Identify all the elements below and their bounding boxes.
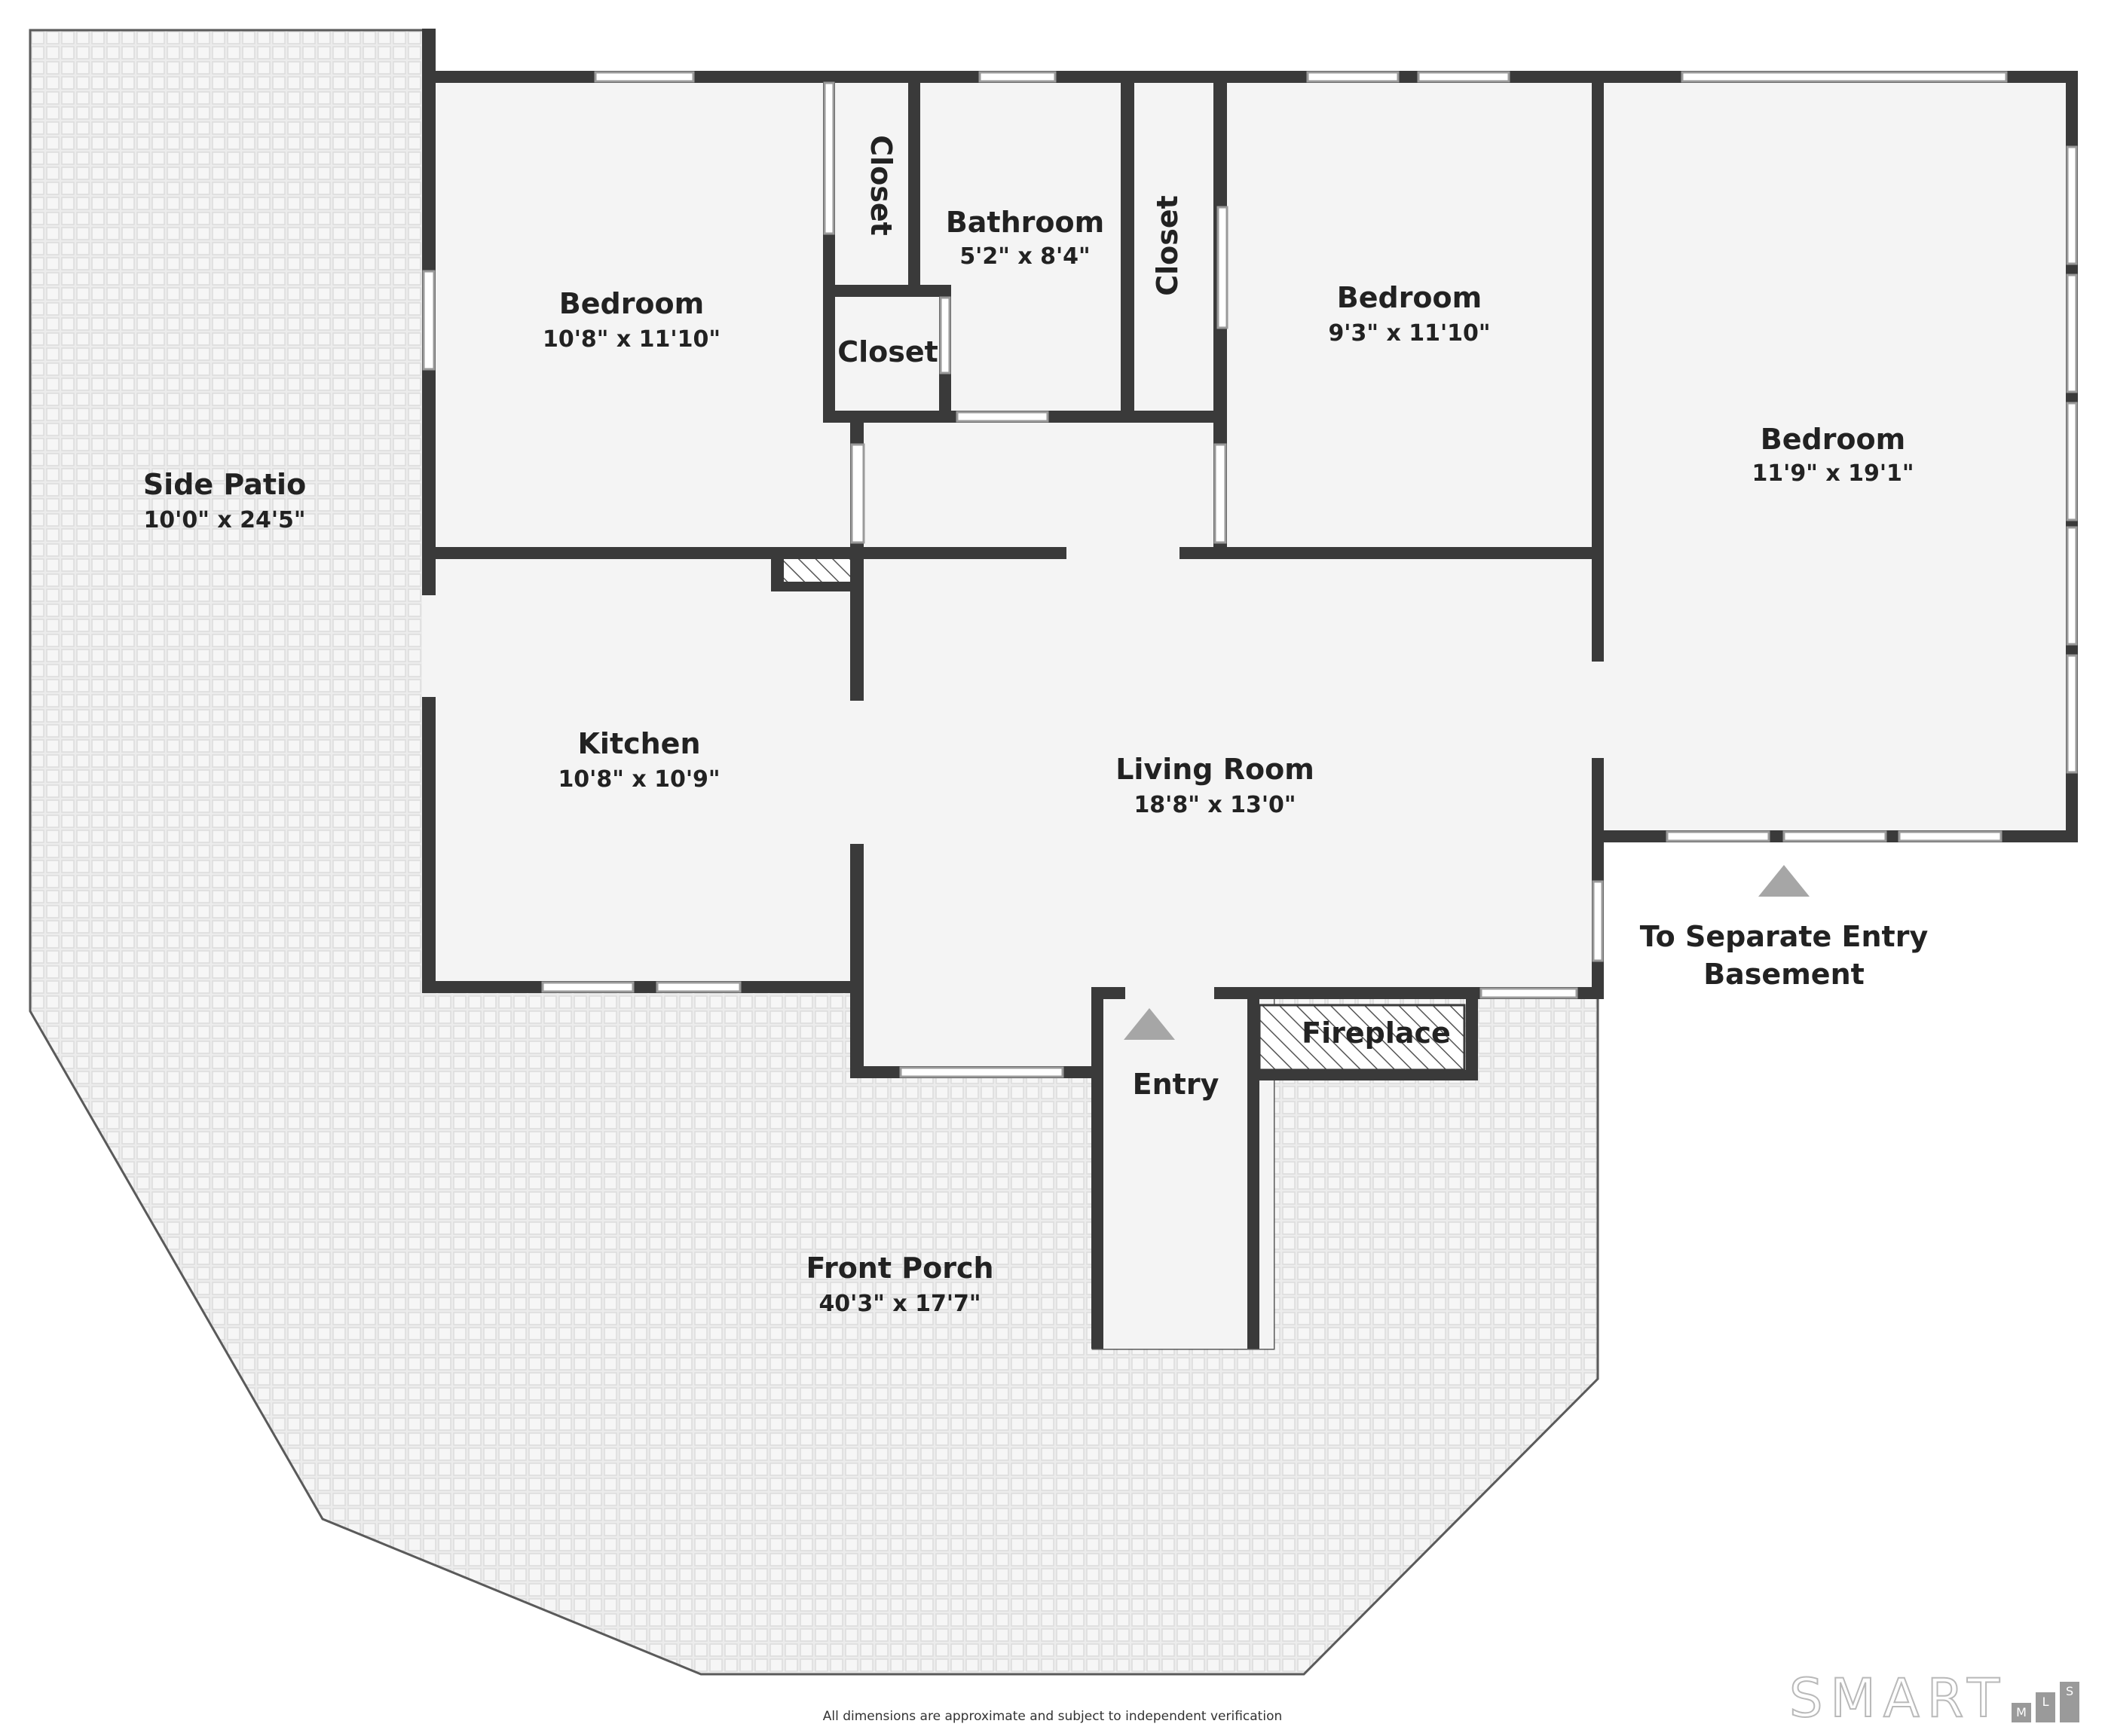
logo-letter-s: S xyxy=(2060,1682,2080,1722)
bedroom-2-name: Bedroom xyxy=(1337,281,1482,314)
closet-3-name: Closet xyxy=(1151,195,1184,296)
entry-arrow xyxy=(1124,1008,1175,1040)
bedroom-2-dims: 9'3" x 11'10" xyxy=(1328,320,1490,347)
living-room-name: Living Room xyxy=(1115,753,1314,786)
front-porch-name: Front Porch xyxy=(806,1252,993,1285)
separate-entry-label-line1: To Separate Entry xyxy=(1640,920,1929,953)
closet-1-name: Closet xyxy=(864,135,898,236)
bathroom-name: Bathroom xyxy=(946,206,1104,239)
bedroom-1-dims: 10'8" x 11'10" xyxy=(543,326,721,353)
door-openings xyxy=(422,547,1604,999)
logo-letter-m: M xyxy=(2012,1703,2032,1722)
fireplace-hearth xyxy=(1258,1004,1466,1071)
room-labels: Side Patio 10'0" x 24'5" Bedroom 10'8" x… xyxy=(143,135,1929,1317)
room-floors xyxy=(430,81,2076,1349)
kitchen-dims: 10'8" x 10'9" xyxy=(558,766,720,793)
logo-word: SMART xyxy=(1788,1667,2008,1729)
closet-2-name: Closet xyxy=(837,335,938,368)
front-porch-dims: 40'3" x 17'7" xyxy=(818,1291,981,1317)
bedroom-1-name: Bedroom xyxy=(559,287,705,320)
logo-letter-l: L xyxy=(2036,1692,2056,1722)
fireplace-name: Fireplace xyxy=(1302,1016,1451,1050)
kitchen-name: Kitchen xyxy=(577,727,700,760)
side-patio-name: Side Patio xyxy=(143,468,306,501)
bedroom-3-dims: 11'9" x 19'1" xyxy=(1752,460,1914,487)
storage-nook xyxy=(784,559,850,582)
living-room-dims: 18'8" x 13'0" xyxy=(1134,792,1296,818)
disclaimer-text: All dimensions are approximate and subje… xyxy=(822,1709,1283,1724)
bedroom-3-name: Bedroom xyxy=(1761,423,1906,456)
separate-entry-arrow xyxy=(1758,865,1810,897)
bathroom-dims: 5'2" x 8'4" xyxy=(959,243,1090,270)
entry-name: Entry xyxy=(1133,1068,1219,1101)
windows xyxy=(422,71,2078,1078)
separate-entry-label-line2: Basement xyxy=(1703,958,1865,991)
side-patio-dims: 10'0" x 24'5" xyxy=(143,507,305,533)
smart-mls-logo: SMART M L S xyxy=(1788,1667,2080,1729)
